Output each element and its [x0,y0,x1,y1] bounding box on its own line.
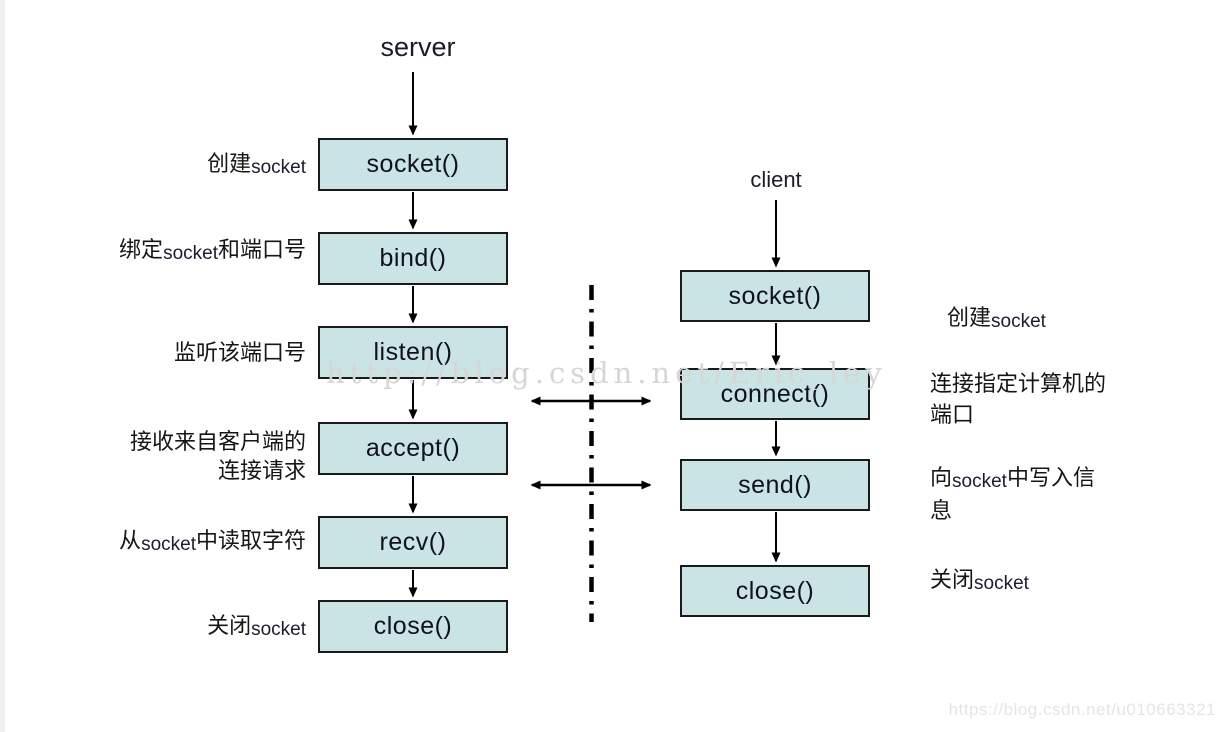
server-label-listen-port: 监听该端口号 [173,340,306,365]
client-label-connect-port: 连接指定计算机的 端口 [930,371,1107,427]
client-label-close-socket: 关闭socket [930,567,1029,594]
client-label-write-socket: 向socket中写入信 息 [930,465,1095,523]
server-recv-box: recv() [318,516,508,569]
client-socket-box: socket() [680,270,870,322]
client-connect-box: connect() [680,368,870,420]
server-socket-box: socket() [318,138,508,191]
client-send-box: send() [680,459,870,511]
client-column-title: client [750,167,802,192]
server-label-read-socket: 从socket中读取字符 [119,528,306,555]
server-label-accept-request: 接收来自客户端的 连接请求 [129,429,306,483]
server-close-box: close() [318,600,508,653]
server-label-create-socket: 创建socket [207,151,306,178]
client-label-create-socket: 创建socket [947,305,1046,332]
server-listen-box: listen() [318,326,508,379]
client-close-box: close() [680,565,870,617]
corner-watermark: https://blog.csdn.net/u010663321 [948,700,1216,719]
server-label-close-socket: 关闭socket [207,613,306,640]
server-bind-box: bind() [318,232,508,285]
server-accept-box: accept() [318,422,508,475]
server-column-title: server [380,32,456,62]
server-label-bind-port: 绑定socket和端口号 [119,237,306,264]
left-edge-strip [0,0,5,732]
